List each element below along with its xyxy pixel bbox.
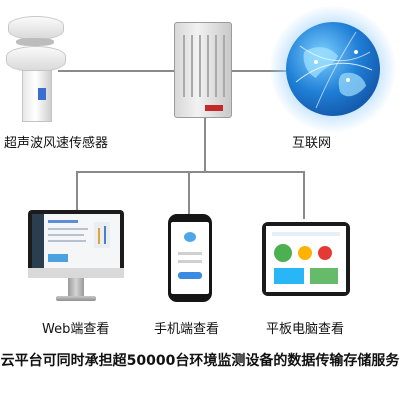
tablet-image [262, 222, 350, 296]
connector-box-internet [228, 70, 286, 72]
internet-globe-icon [286, 22, 380, 116]
platform-capacity-caption: 云平台可同时承担超50000台环境监测设备的数据传输存储服务 [0, 353, 400, 369]
connector-drop-tablet [303, 171, 305, 219]
connector-drop-web [76, 171, 78, 213]
connector-sensor-box [58, 70, 178, 72]
connector-drop-mobile [188, 171, 190, 217]
mobile-phone-image [168, 214, 212, 302]
web-monitor-image [28, 210, 124, 302]
sensor-label: 超声波风速传感器 [4, 136, 109, 151]
mobile-label: 手机端查看 [154, 322, 220, 337]
ultrasonic-wind-sensor-image [0, 0, 80, 125]
connector-horizontal-bus [76, 171, 304, 173]
connector-box-down [204, 118, 206, 172]
data-collector-box-image [174, 22, 232, 118]
web-label: Web端查看 [42, 322, 110, 337]
tablet-label: 平板电脑查看 [266, 322, 345, 337]
internet-label: 互联网 [292, 136, 332, 151]
